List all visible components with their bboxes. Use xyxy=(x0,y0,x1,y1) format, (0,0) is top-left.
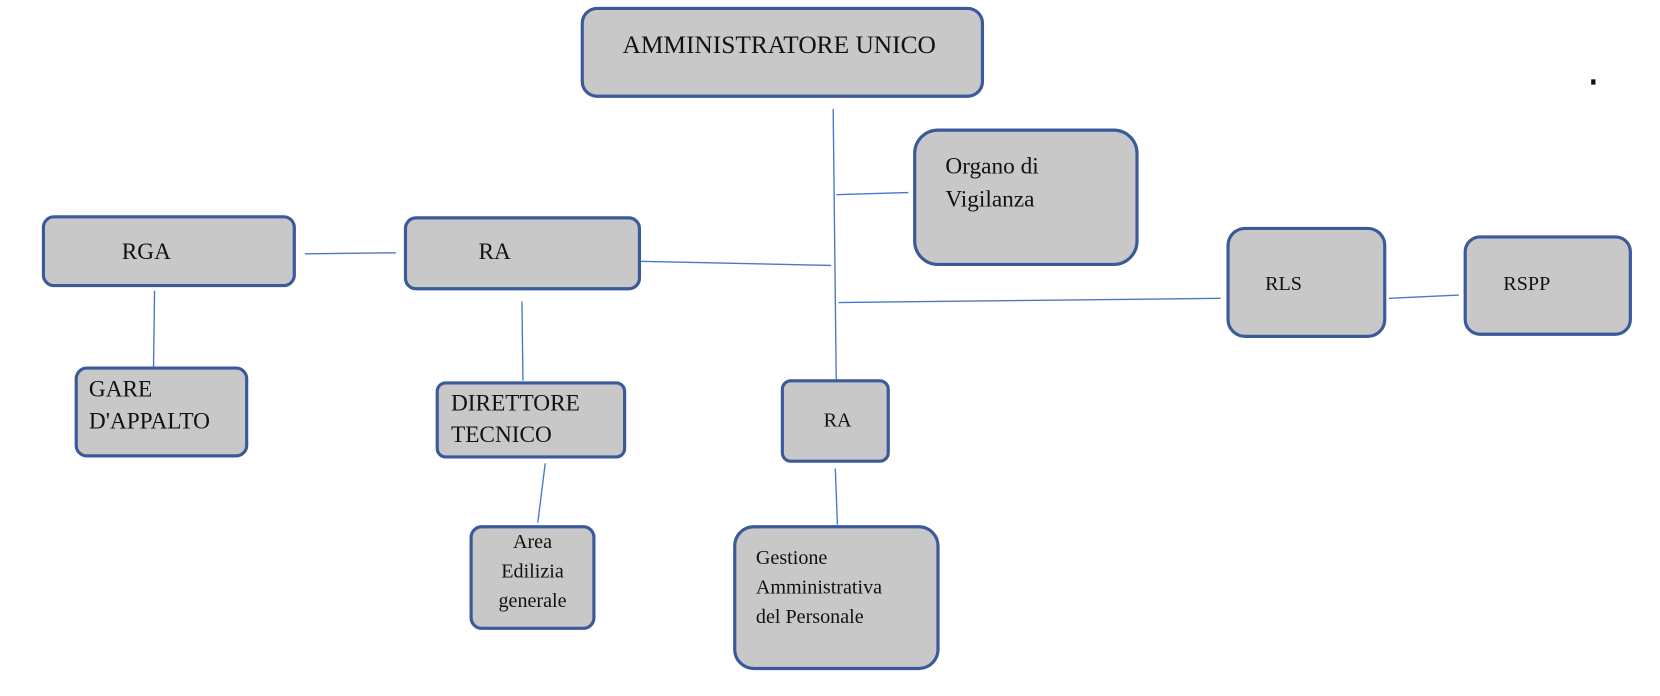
connector-rls-rspp xyxy=(1388,294,1459,299)
node-label-line2: Amministrativa xyxy=(756,576,882,598)
node-label-line1: GARE xyxy=(89,377,152,403)
node-label-line3: generale xyxy=(498,590,566,612)
node-rls[interactable]: RLS xyxy=(1226,226,1387,338)
node-label-line1: Area xyxy=(513,531,552,553)
node-organo-di-vigilanza[interactable]: Organo di Vigilanza xyxy=(913,128,1139,267)
connector-rga-gare xyxy=(152,290,156,369)
node-label-line2: TECNICO xyxy=(451,422,552,448)
node-label-line1: DIRETTORE xyxy=(451,390,580,416)
connector-rls xyxy=(838,297,1221,304)
node-label-line2: Vigilanza xyxy=(945,186,1035,212)
node-label-line1: Gestione xyxy=(756,547,828,569)
node-label-line2: D'APPALTO xyxy=(89,408,210,434)
connector-ra-direttore xyxy=(521,301,524,381)
node-rspp[interactable]: RSPP xyxy=(1463,235,1632,336)
node-label: AMMINISTRATORE UNICO xyxy=(623,31,936,59)
node-label: RGA xyxy=(122,239,171,265)
node-label-line3: del Personale xyxy=(756,606,864,628)
stray-dot xyxy=(1591,79,1596,85)
node-label: RSPP xyxy=(1503,273,1550,295)
connector-ra2-gestione xyxy=(834,468,839,525)
node-rga[interactable]: RGA xyxy=(41,215,296,288)
connector-direttore-area xyxy=(537,463,546,523)
node-label: RA xyxy=(479,239,512,265)
node-ra-second[interactable]: RA xyxy=(780,379,890,463)
connector-ra-main xyxy=(639,260,832,267)
node-gare-dappalto[interactable]: GARE D'APPALTO xyxy=(74,366,249,458)
node-amministratore-unico[interactable]: AMMINISTRATORE UNICO xyxy=(580,6,985,98)
connector-rga-ra xyxy=(304,252,396,255)
node-label-line2: Edilizia xyxy=(501,561,564,583)
node-direttore-tecnico[interactable]: DIRETTORE TECNICO xyxy=(435,381,627,459)
node-label-line1: Organo di xyxy=(945,153,1039,179)
connector-organo xyxy=(836,191,909,196)
node-gestione-amministrativa[interactable]: Gestione Amministrativa del Personale xyxy=(733,525,940,671)
connector-admin-trunk xyxy=(832,108,838,392)
node-ra-main[interactable]: RA xyxy=(403,216,642,291)
node-label: RLS xyxy=(1265,273,1302,295)
node-label: RA xyxy=(824,409,852,431)
node-area-edilizia-generale[interactable]: Area Edilizia generale xyxy=(469,525,596,630)
